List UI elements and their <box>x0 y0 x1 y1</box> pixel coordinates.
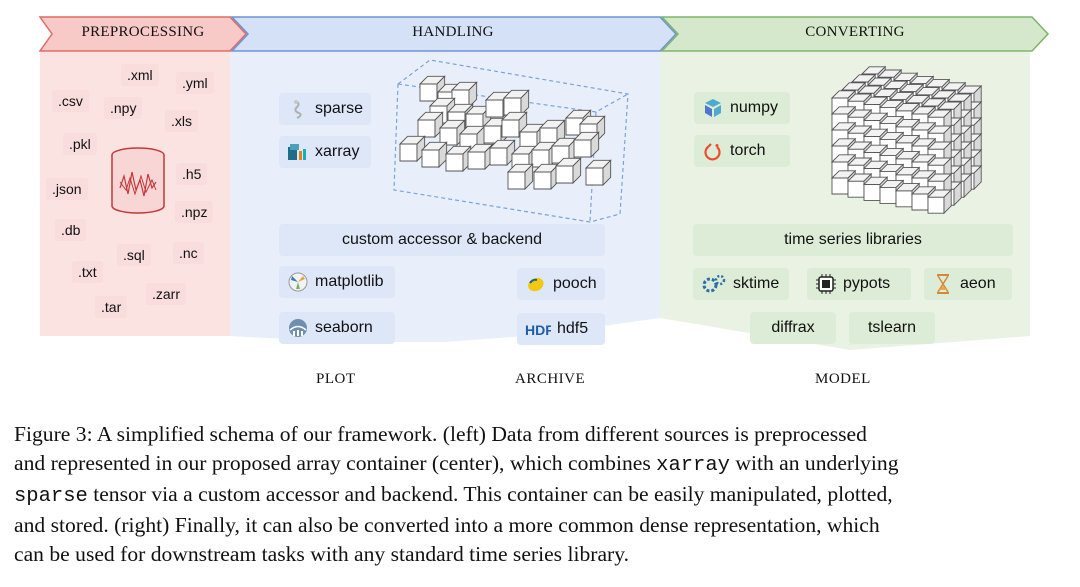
numpy-chip: numpy <box>694 92 790 124</box>
custom-accessor-bar: custom accessor & backend <box>279 224 605 256</box>
sparse-cube <box>398 135 426 163</box>
hourglass-icon <box>937 274 949 294</box>
seaborn-label: seaborn <box>315 319 373 336</box>
sparse-cube <box>416 111 444 139</box>
custom-accessor-label: custom accessor & backend <box>341 231 543 248</box>
dense-cube-cell <box>926 188 953 215</box>
caption-code-xarray: xarray <box>656 454 730 477</box>
sktime-icon <box>702 274 726 293</box>
torch-chip: torch <box>694 135 790 167</box>
xarray-chip: xarray <box>279 136 371 168</box>
sparse-chip: sparse <box>279 93 371 125</box>
matplotlib-label: matplotlib <box>315 273 384 290</box>
model-label: MODEL <box>815 371 871 387</box>
diffrax-label: diffrax <box>771 319 815 336</box>
matplotlib-chip: matplotlib <box>279 266 395 298</box>
tslearn-label: tslearn <box>867 319 917 336</box>
sparse-label: sparse <box>315 100 364 117</box>
numpy-label: numpy <box>730 99 779 116</box>
ext-json: .json <box>46 178 88 200</box>
aeon-label: aeon <box>960 275 996 292</box>
sktime-label: sktime <box>733 275 780 292</box>
sparse-icon <box>294 100 302 119</box>
sparse-cube <box>420 141 448 169</box>
sparse-cube <box>532 163 560 191</box>
sparse-cube <box>502 89 530 117</box>
converting-header: CONVERTING <box>805 24 905 40</box>
ext-csv: .csv <box>52 90 89 112</box>
handling-header-arrow <box>230 16 678 52</box>
torch-icon <box>704 143 721 161</box>
hdf5-icon: HDF <box>525 322 551 338</box>
seaborn-icon <box>289 319 307 337</box>
time-series-libraries-bar: time series libraries <box>693 224 1013 256</box>
xarray-icon <box>288 144 306 160</box>
ext-zarr: .zarr <box>146 283 186 305</box>
ext-tar: .tar <box>95 296 128 318</box>
pooch-icon <box>528 277 544 292</box>
diffrax-chip: diffrax <box>750 312 836 344</box>
ext-yml: .yml <box>176 72 214 94</box>
dense-tensor-illustration <box>830 65 983 215</box>
xarray-label: xarray <box>315 143 360 160</box>
sparse-cube <box>444 145 472 173</box>
torch-label: torch <box>730 142 766 159</box>
sparse-tensor-illustration <box>393 59 629 223</box>
preprocessing-header: PREPROCESSING <box>81 24 205 40</box>
sparse-cube <box>584 159 612 187</box>
preprocessing-header-arrow <box>38 16 248 52</box>
sparse-cube <box>506 163 534 191</box>
pypots-label: pypots <box>843 275 891 292</box>
time-series-libraries-label: time series libraries <box>784 231 922 248</box>
aeon-chip: aeon <box>924 268 1012 300</box>
pypots-icon <box>816 274 836 294</box>
caption-line-2: and represented in our proposed array co… <box>14 449 1076 480</box>
hdf5-label: hdf5 <box>557 320 589 337</box>
framework-figure: PREPROCESSING HANDLING CONVERTING .xml .… <box>38 16 1050 387</box>
caption-line-3: sparse tensor via a custom accessor and … <box>14 480 1076 511</box>
ext-h5: .h5 <box>176 163 208 185</box>
database-icon <box>111 147 165 214</box>
caption-line-3-b: tensor via a custom accessor and backend… <box>87 482 893 506</box>
ext-txt: .txt <box>72 261 103 283</box>
caption-line-1: Figure 3: A simplified schema of our fra… <box>14 422 867 446</box>
ext-nc: .nc <box>173 242 204 264</box>
sparse-cube <box>450 81 478 109</box>
tslearn-chip: tslearn <box>849 312 935 344</box>
ext-pkl: .pkl <box>63 133 97 155</box>
caption-line-5: can be used for downstream tasks with an… <box>14 542 630 566</box>
hdf5-chip: HDF hdf5 <box>517 313 605 345</box>
converting-header-arrow <box>660 16 1050 52</box>
matplotlib-icon <box>288 272 308 292</box>
numpy-icon <box>705 99 721 117</box>
sparse-cube <box>538 119 566 147</box>
seaborn-chip: seaborn <box>279 312 395 344</box>
ext-xml: .xml <box>121 64 159 86</box>
ext-npy: .npy <box>104 97 143 119</box>
plot-label: PLOT <box>316 371 356 387</box>
handling-header: HANDLING <box>412 24 494 40</box>
hdf-logo-text: HDF <box>525 322 551 338</box>
archive-label: ARCHIVE <box>515 371 586 387</box>
sparse-cube <box>530 141 558 169</box>
sparse-cube <box>466 143 494 171</box>
pooch-label: pooch <box>553 275 597 292</box>
caption-line-2-a: and represented in our proposed array co… <box>14 451 657 475</box>
pypots-chip: pypots <box>807 268 911 300</box>
caption-line-4: and stored. (right) Finally, it can also… <box>14 513 880 537</box>
sparse-cube <box>554 157 582 185</box>
figure-caption: Figure 3: A simplified schema of our fra… <box>14 420 1076 569</box>
ext-xls: .xls <box>165 110 198 132</box>
caption-code-sparse: sparse <box>14 485 88 508</box>
sparse-cube <box>488 139 516 167</box>
ext-sql: .sql <box>117 244 151 266</box>
caption-line-2-c: with an underlying <box>729 451 899 475</box>
sparse-cube <box>572 131 600 159</box>
sktime-chip: sktime <box>693 268 789 300</box>
pooch-chip: pooch <box>517 268 605 300</box>
ext-npz: .npz <box>175 201 214 223</box>
ext-db: .db <box>55 219 87 241</box>
